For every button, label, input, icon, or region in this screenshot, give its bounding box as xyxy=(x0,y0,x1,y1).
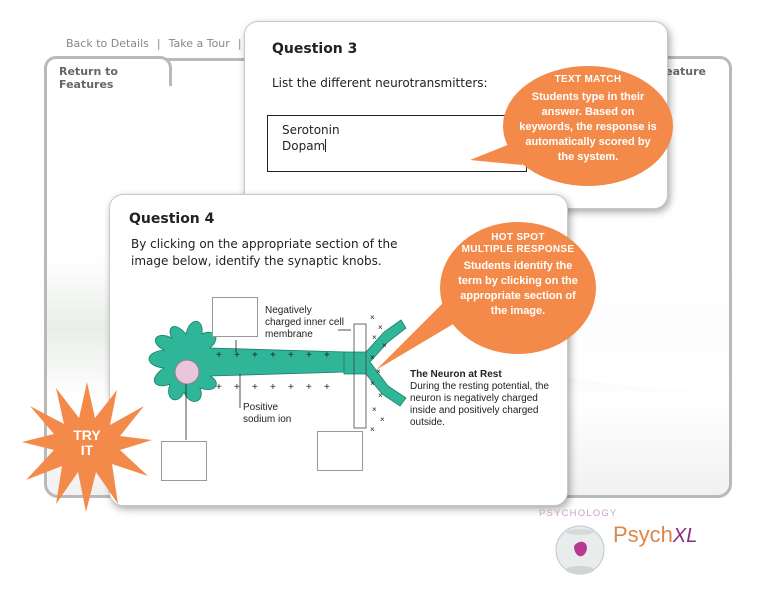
question-4-prompt: By clicking on the appropriate section o… xyxy=(131,237,398,268)
hotspot-box-left[interactable] xyxy=(161,441,207,481)
svg-text:+: + xyxy=(252,382,258,393)
svg-text:+: + xyxy=(234,350,240,361)
membrane-label: Negatively charged inner cell membrane xyxy=(265,305,344,340)
svg-text:×: × xyxy=(372,333,377,342)
question-3-prompt: List the different neurotransmitters: xyxy=(272,76,488,90)
try-it-button[interactable]: TRY IT xyxy=(22,380,152,514)
question-4-title: Question 4 xyxy=(129,211,215,227)
try-it-line-2: IT xyxy=(80,442,94,458)
svg-text:+: + xyxy=(306,382,312,393)
take-a-tour-link[interactable]: Take a Tour xyxy=(168,37,230,50)
svg-text:×: × xyxy=(370,425,375,434)
try-it-line-1: TRY xyxy=(73,427,101,443)
svg-text:×: × xyxy=(378,391,383,400)
nav-separator: | xyxy=(237,37,242,50)
text-caret xyxy=(325,139,327,152)
back-to-details-link[interactable]: Back to Details xyxy=(66,37,149,50)
svg-text:+: + xyxy=(270,350,276,361)
hot-spot-title-2: MULTIPLE RESPONSE xyxy=(461,244,575,255)
hot-spot-text: Students identify the term by clicking o… xyxy=(458,260,578,317)
svg-text:+: + xyxy=(216,382,222,393)
psychology-logo-text: PSYCHOLOGY xyxy=(539,508,618,519)
svg-text:×: × xyxy=(370,379,375,388)
svg-text:+: + xyxy=(270,382,276,393)
svg-text:×: × xyxy=(370,313,375,322)
psych-logo-text: Psych xyxy=(613,522,673,547)
hotspot-box-top[interactable] xyxy=(212,297,258,337)
svg-text:+: + xyxy=(324,350,330,361)
svg-text:×: × xyxy=(372,405,377,414)
sodium-ion-label: Positive sodium ion xyxy=(243,402,292,425)
text-match-callout: TEXT MATCH Students type in their answer… xyxy=(503,66,673,186)
question-3-title: Question 3 xyxy=(272,41,358,57)
return-to-features-tab[interactable]: Return to Features xyxy=(44,56,172,91)
nav-separator: | xyxy=(156,37,161,50)
svg-text:×: × xyxy=(382,341,387,350)
answer-textbox[interactable]: Serotonin Dopam xyxy=(267,115,527,172)
svg-text:+: + xyxy=(324,382,330,393)
xl-logo-text: XL xyxy=(672,525,698,547)
neuron-caption-title: The Neuron at Rest xyxy=(410,369,502,380)
neuron-caption-text: During the resting potential, the neuron… xyxy=(410,381,549,428)
starburst-icon xyxy=(22,382,152,512)
psychxl-logo: PsychXL xyxy=(613,522,697,548)
hot-spot-callout: HOT SPOT MULTIPLE RESPONSE Students iden… xyxy=(440,222,596,354)
svg-text:×: × xyxy=(380,415,385,424)
answer-line-1: Serotonin xyxy=(282,123,340,137)
svg-text:×: × xyxy=(376,367,381,376)
hot-spot-callout-pointer xyxy=(376,300,460,370)
svg-text:+: + xyxy=(252,350,258,361)
hot-spot-title-1: HOT SPOT xyxy=(491,232,545,243)
hotspot-box-right[interactable] xyxy=(317,431,363,471)
svg-text:×: × xyxy=(370,353,375,362)
svg-text:×: × xyxy=(378,323,383,332)
svg-text:+: + xyxy=(288,382,294,393)
svg-text:+: + xyxy=(306,350,312,361)
answer-line-2: Dopam xyxy=(282,139,326,153)
text-match-text: Students type in their answer. Based on … xyxy=(519,91,657,163)
svg-text:+: + xyxy=(216,350,222,361)
neuron-diagram: ++++ +++ ++++ +++ ×××× ×××× ××× xyxy=(148,313,407,440)
svg-text:+: + xyxy=(234,382,240,393)
svg-text:+: + xyxy=(288,350,294,361)
text-match-title: TEXT MATCH xyxy=(554,74,622,85)
fishbowl-logo-icon xyxy=(555,525,605,575)
top-nav: Back to Details | Take a Tour | xyxy=(66,37,250,50)
